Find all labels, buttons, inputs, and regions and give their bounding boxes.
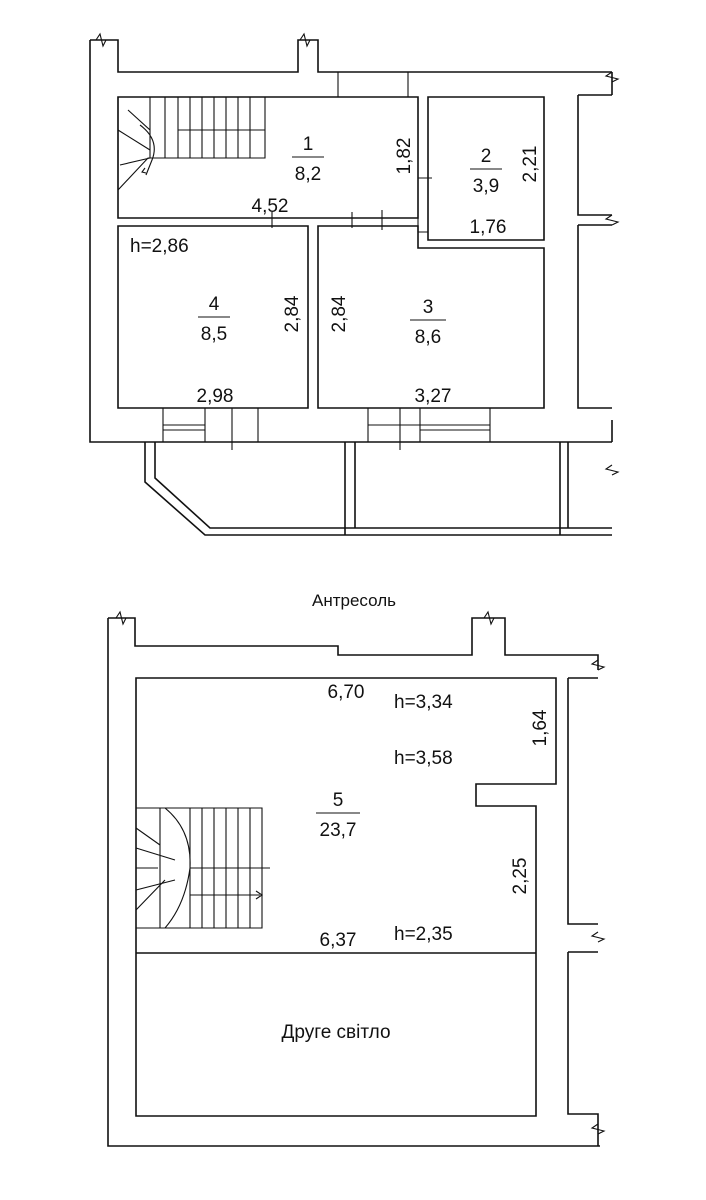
upper-right-wall (577, 72, 613, 409)
room-4-number: 4 (209, 294, 220, 315)
room-4-area: 8,5 (201, 324, 227, 345)
dim-bottom-width: 6,37 (320, 930, 357, 951)
windows-upper (162, 408, 491, 442)
stair-upper (117, 97, 266, 191)
room-1-area: 8,2 (295, 164, 321, 185)
room-5-outline (135, 677, 557, 1117)
door-ticks-upper (231, 177, 432, 450)
dim-room2-height: 2,21 (520, 146, 541, 183)
room-2-number: 2 (481, 146, 492, 167)
upper-break-marks (95, 32, 620, 476)
dim-room1-height: 1,82 (394, 138, 415, 175)
room-3-number: 3 (423, 297, 434, 318)
room-2-area: 3,9 (473, 176, 499, 197)
room-1-number: 1 (303, 134, 314, 155)
mezzanine-title: Антресоль (312, 591, 396, 610)
room-2-shelf (417, 218, 428, 233)
room-3-area: 8,6 (415, 327, 441, 348)
room-5-area: 23,7 (320, 820, 357, 841)
upper-plan (89, 32, 620, 536)
dim-room4-right: 2,84 (282, 295, 303, 332)
stair-mezzanine (135, 807, 270, 929)
mezzanine-break-marks (115, 610, 606, 1135)
dim-room1-width: 4,52 (252, 196, 289, 217)
dim-right-height: 2,25 (510, 858, 531, 895)
dim-room4-ceiling: h=2,86 (130, 236, 189, 257)
dim-h-mid: h=3,58 (394, 748, 453, 769)
dim-h-bottom: h=2,35 (394, 924, 453, 945)
dim-top-width: 6,70 (328, 682, 365, 703)
mezzanine-outer-wall (107, 617, 600, 1147)
room-4-outline (117, 225, 309, 409)
mezzanine-plan (107, 610, 606, 1147)
room-5-number: 5 (333, 790, 344, 811)
dim-room3-left: 2,84 (329, 295, 350, 332)
room-1-recess (337, 72, 409, 97)
room-3-outline (317, 225, 545, 409)
dim-niche-height: 1,64 (530, 709, 551, 746)
dim-room3-width: 3,27 (415, 386, 452, 407)
dim-room4-width: 2,98 (197, 386, 234, 407)
dim-room2-width: 1,76 (470, 217, 507, 238)
balcony (144, 442, 612, 536)
mezzanine-right-wall (567, 677, 599, 1146)
second-light-label: Друге світло (281, 1022, 390, 1043)
dim-h-top: h=3,34 (394, 692, 453, 713)
room-2-outline (427, 96, 545, 241)
upper-outer-wall (89, 39, 613, 443)
